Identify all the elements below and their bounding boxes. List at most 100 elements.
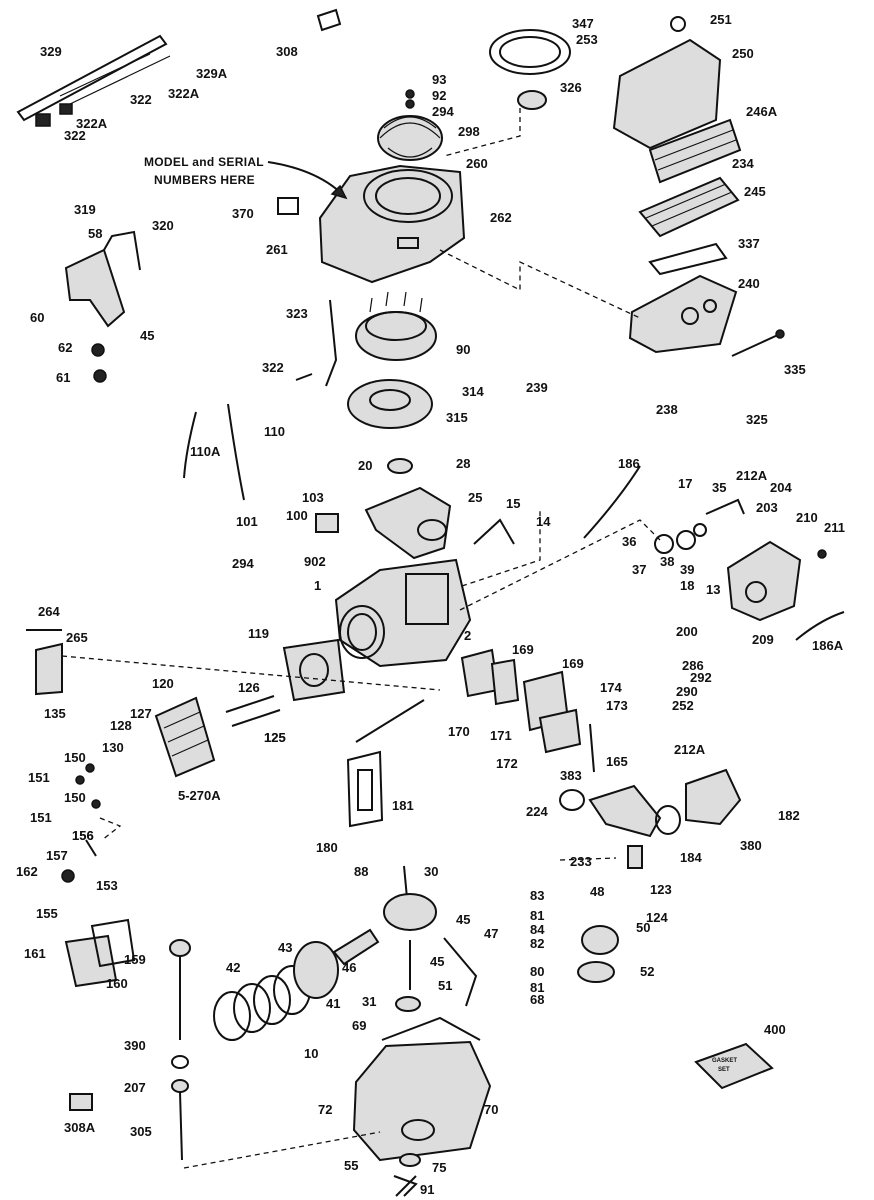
part-label: 151	[30, 810, 52, 825]
part-label: 322	[64, 128, 86, 143]
part-label: 184	[680, 850, 702, 865]
part-label: 902	[304, 554, 326, 569]
part-label: 20	[358, 458, 372, 473]
part-label: 294	[232, 556, 254, 571]
part-label: 165	[606, 754, 628, 769]
part-label: 52	[640, 964, 654, 979]
part-label: 17	[678, 476, 692, 491]
part-label: 186	[618, 456, 640, 471]
part-label: 245	[744, 184, 766, 199]
model-note-line1: MODEL and SERIAL	[144, 155, 264, 169]
part-label: 337	[738, 236, 760, 251]
part-label: 103	[302, 490, 324, 505]
part-label: 69	[352, 1018, 366, 1033]
part-label: 320	[152, 218, 174, 233]
part-label: 101	[236, 514, 258, 529]
part-label: 25	[468, 490, 482, 505]
part-label: 308	[276, 44, 298, 59]
part-label: 209	[752, 632, 774, 647]
part-label: 125	[264, 730, 286, 745]
part-label: 110	[264, 424, 285, 439]
part-label: 156	[72, 828, 94, 843]
part-label: 39	[680, 562, 694, 577]
part-label: 308A	[64, 1120, 96, 1135]
part-label: 250	[732, 46, 754, 61]
part-label: 38	[660, 554, 674, 569]
part-label: 62	[58, 340, 72, 355]
part-label: 45	[430, 954, 444, 969]
part-label: 124	[646, 910, 668, 925]
part-label: 125	[264, 730, 286, 745]
part-label: 35	[712, 480, 726, 495]
part-label: 240	[738, 276, 760, 291]
gasket-kit-line2: SET	[718, 1067, 730, 1073]
part-label: 130	[102, 740, 124, 755]
part-label: 400	[764, 1022, 786, 1037]
part-label: 1	[314, 578, 321, 593]
part-label: 252	[672, 698, 694, 713]
part-label: 181	[392, 798, 414, 813]
part-label: 212A	[736, 468, 768, 483]
part-label: 200	[676, 624, 698, 639]
part-label: 46	[342, 960, 356, 975]
part-label: 326	[560, 80, 582, 95]
part-label: 383	[560, 768, 582, 783]
part-label: 31	[362, 994, 376, 1009]
part-label: 159	[124, 952, 146, 967]
part-label: 135	[44, 706, 66, 721]
part-label: 290	[676, 684, 698, 699]
part-label: 36	[622, 534, 636, 549]
part-label: 207	[124, 1080, 146, 1095]
part-label: 14	[536, 514, 551, 529]
part-label: 319	[74, 202, 96, 217]
part-label: 110A	[190, 444, 221, 459]
part-label: 390	[124, 1038, 146, 1053]
part-label: 174	[600, 680, 622, 695]
part-label: 170	[448, 724, 470, 739]
part-label: 45	[456, 912, 470, 927]
part-label: 92	[432, 88, 446, 103]
part-label: 72	[318, 1102, 332, 1117]
part-label: 100	[286, 508, 308, 523]
part-label: 51	[438, 978, 452, 993]
part-label: 234	[732, 156, 754, 171]
part-label: 161	[24, 946, 46, 961]
part-label: 203	[756, 500, 778, 515]
part-label: 323	[286, 306, 308, 321]
part-label: 380	[740, 838, 762, 853]
part-label: 153	[96, 878, 118, 893]
part-label: 37	[632, 562, 646, 577]
part-label: 82	[530, 936, 544, 951]
part-label: 13	[706, 582, 720, 597]
part-label: 253	[576, 32, 598, 47]
part-label: 211	[824, 520, 845, 535]
part-label: 93	[432, 72, 446, 87]
part-label: 68	[530, 992, 544, 1007]
part-label: 155	[36, 906, 58, 921]
part-label: 246A	[746, 104, 778, 119]
part-label: 50	[636, 920, 650, 935]
part-label: 325	[746, 412, 768, 427]
part-label: 172	[496, 756, 518, 771]
part-label: 265	[66, 630, 88, 645]
part-label: 260	[466, 156, 488, 171]
part-label: 81	[530, 908, 544, 923]
gasket-kit-line1: GASKET	[712, 1058, 737, 1064]
part-label: 60	[30, 310, 44, 325]
part-label: 286	[682, 658, 704, 673]
part-label: 162	[16, 864, 38, 879]
part-label: 81	[530, 980, 544, 995]
part-label: 171	[490, 728, 512, 743]
part-label: 180	[316, 840, 338, 855]
part-label: 42	[226, 960, 240, 975]
part-label: 156	[72, 828, 94, 843]
part-label: 329	[40, 44, 62, 59]
part-label: 160	[106, 976, 128, 991]
part-label: 15	[506, 496, 520, 511]
part-label: 120	[152, 676, 174, 691]
part-label: 305	[130, 1124, 152, 1139]
part-label: 47	[484, 926, 498, 941]
part-label: 157	[46, 848, 68, 863]
part-label: 43	[278, 940, 292, 955]
